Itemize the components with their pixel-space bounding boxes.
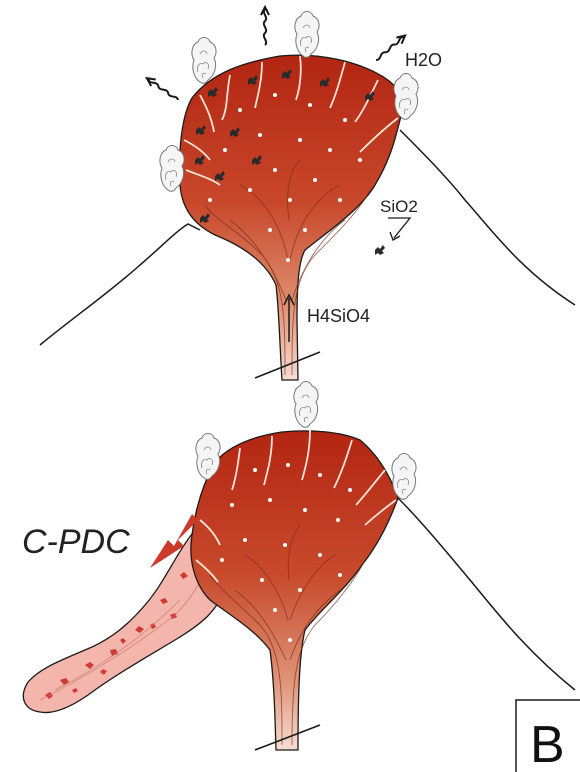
cpdc-label: C-PDC (22, 523, 130, 561)
lava-dome-bottom (191, 431, 398, 750)
volcano-slope-right (400, 130, 575, 305)
sio2-label: SiO2 (380, 197, 418, 216)
top-panel: H2O SiO2 H4SiO4 (40, 7, 575, 380)
volcano-slope-right-bottom (398, 498, 575, 690)
h4sio4-label: H4SiO4 (307, 306, 370, 326)
bottom-panel: C-PDC (22, 382, 575, 751)
panel-label: B (530, 716, 565, 772)
volcano-slope-left (40, 224, 200, 345)
h2o-label: H2O (405, 50, 442, 70)
lava-dome-top (180, 55, 403, 380)
